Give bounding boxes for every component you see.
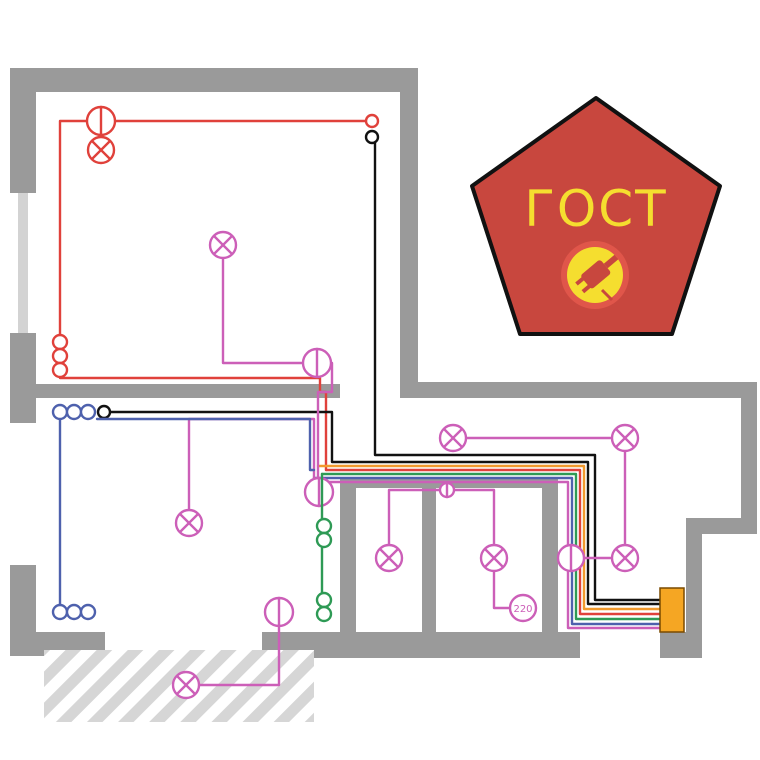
socket-symbol	[79, 403, 97, 421]
socket-symbol	[51, 603, 69, 621]
walls	[10, 68, 757, 722]
blue-circuit	[51, 403, 316, 621]
socket-symbol	[79, 603, 97, 621]
junction-point	[364, 129, 380, 145]
stamp-label: ГОСТ	[524, 180, 667, 238]
power-socket-220	[508, 593, 538, 623]
junction-point	[96, 404, 112, 420]
socket-220-label: 220	[513, 604, 532, 615]
green-circuit	[315, 472, 333, 623]
plug-icon	[561, 241, 629, 309]
magenta-circuit: 220	[171, 230, 640, 700]
gost-stamp: ГОСТ	[470, 96, 722, 336]
socket-symbol	[315, 591, 333, 609]
socket-symbol	[51, 403, 69, 421]
red-circuit	[51, 105, 380, 472]
socket-symbol	[315, 517, 333, 535]
distribution-box	[659, 587, 685, 633]
junction-point	[364, 113, 380, 129]
socket-symbol	[315, 605, 333, 623]
socket-symbol	[65, 403, 83, 421]
socket-symbol	[51, 361, 69, 379]
socket-symbol	[65, 603, 83, 621]
socket-symbol	[51, 333, 69, 351]
window	[18, 193, 28, 333]
socket-symbol	[315, 531, 333, 549]
socket-symbol	[51, 347, 69, 365]
black-circuit	[96, 129, 664, 606]
